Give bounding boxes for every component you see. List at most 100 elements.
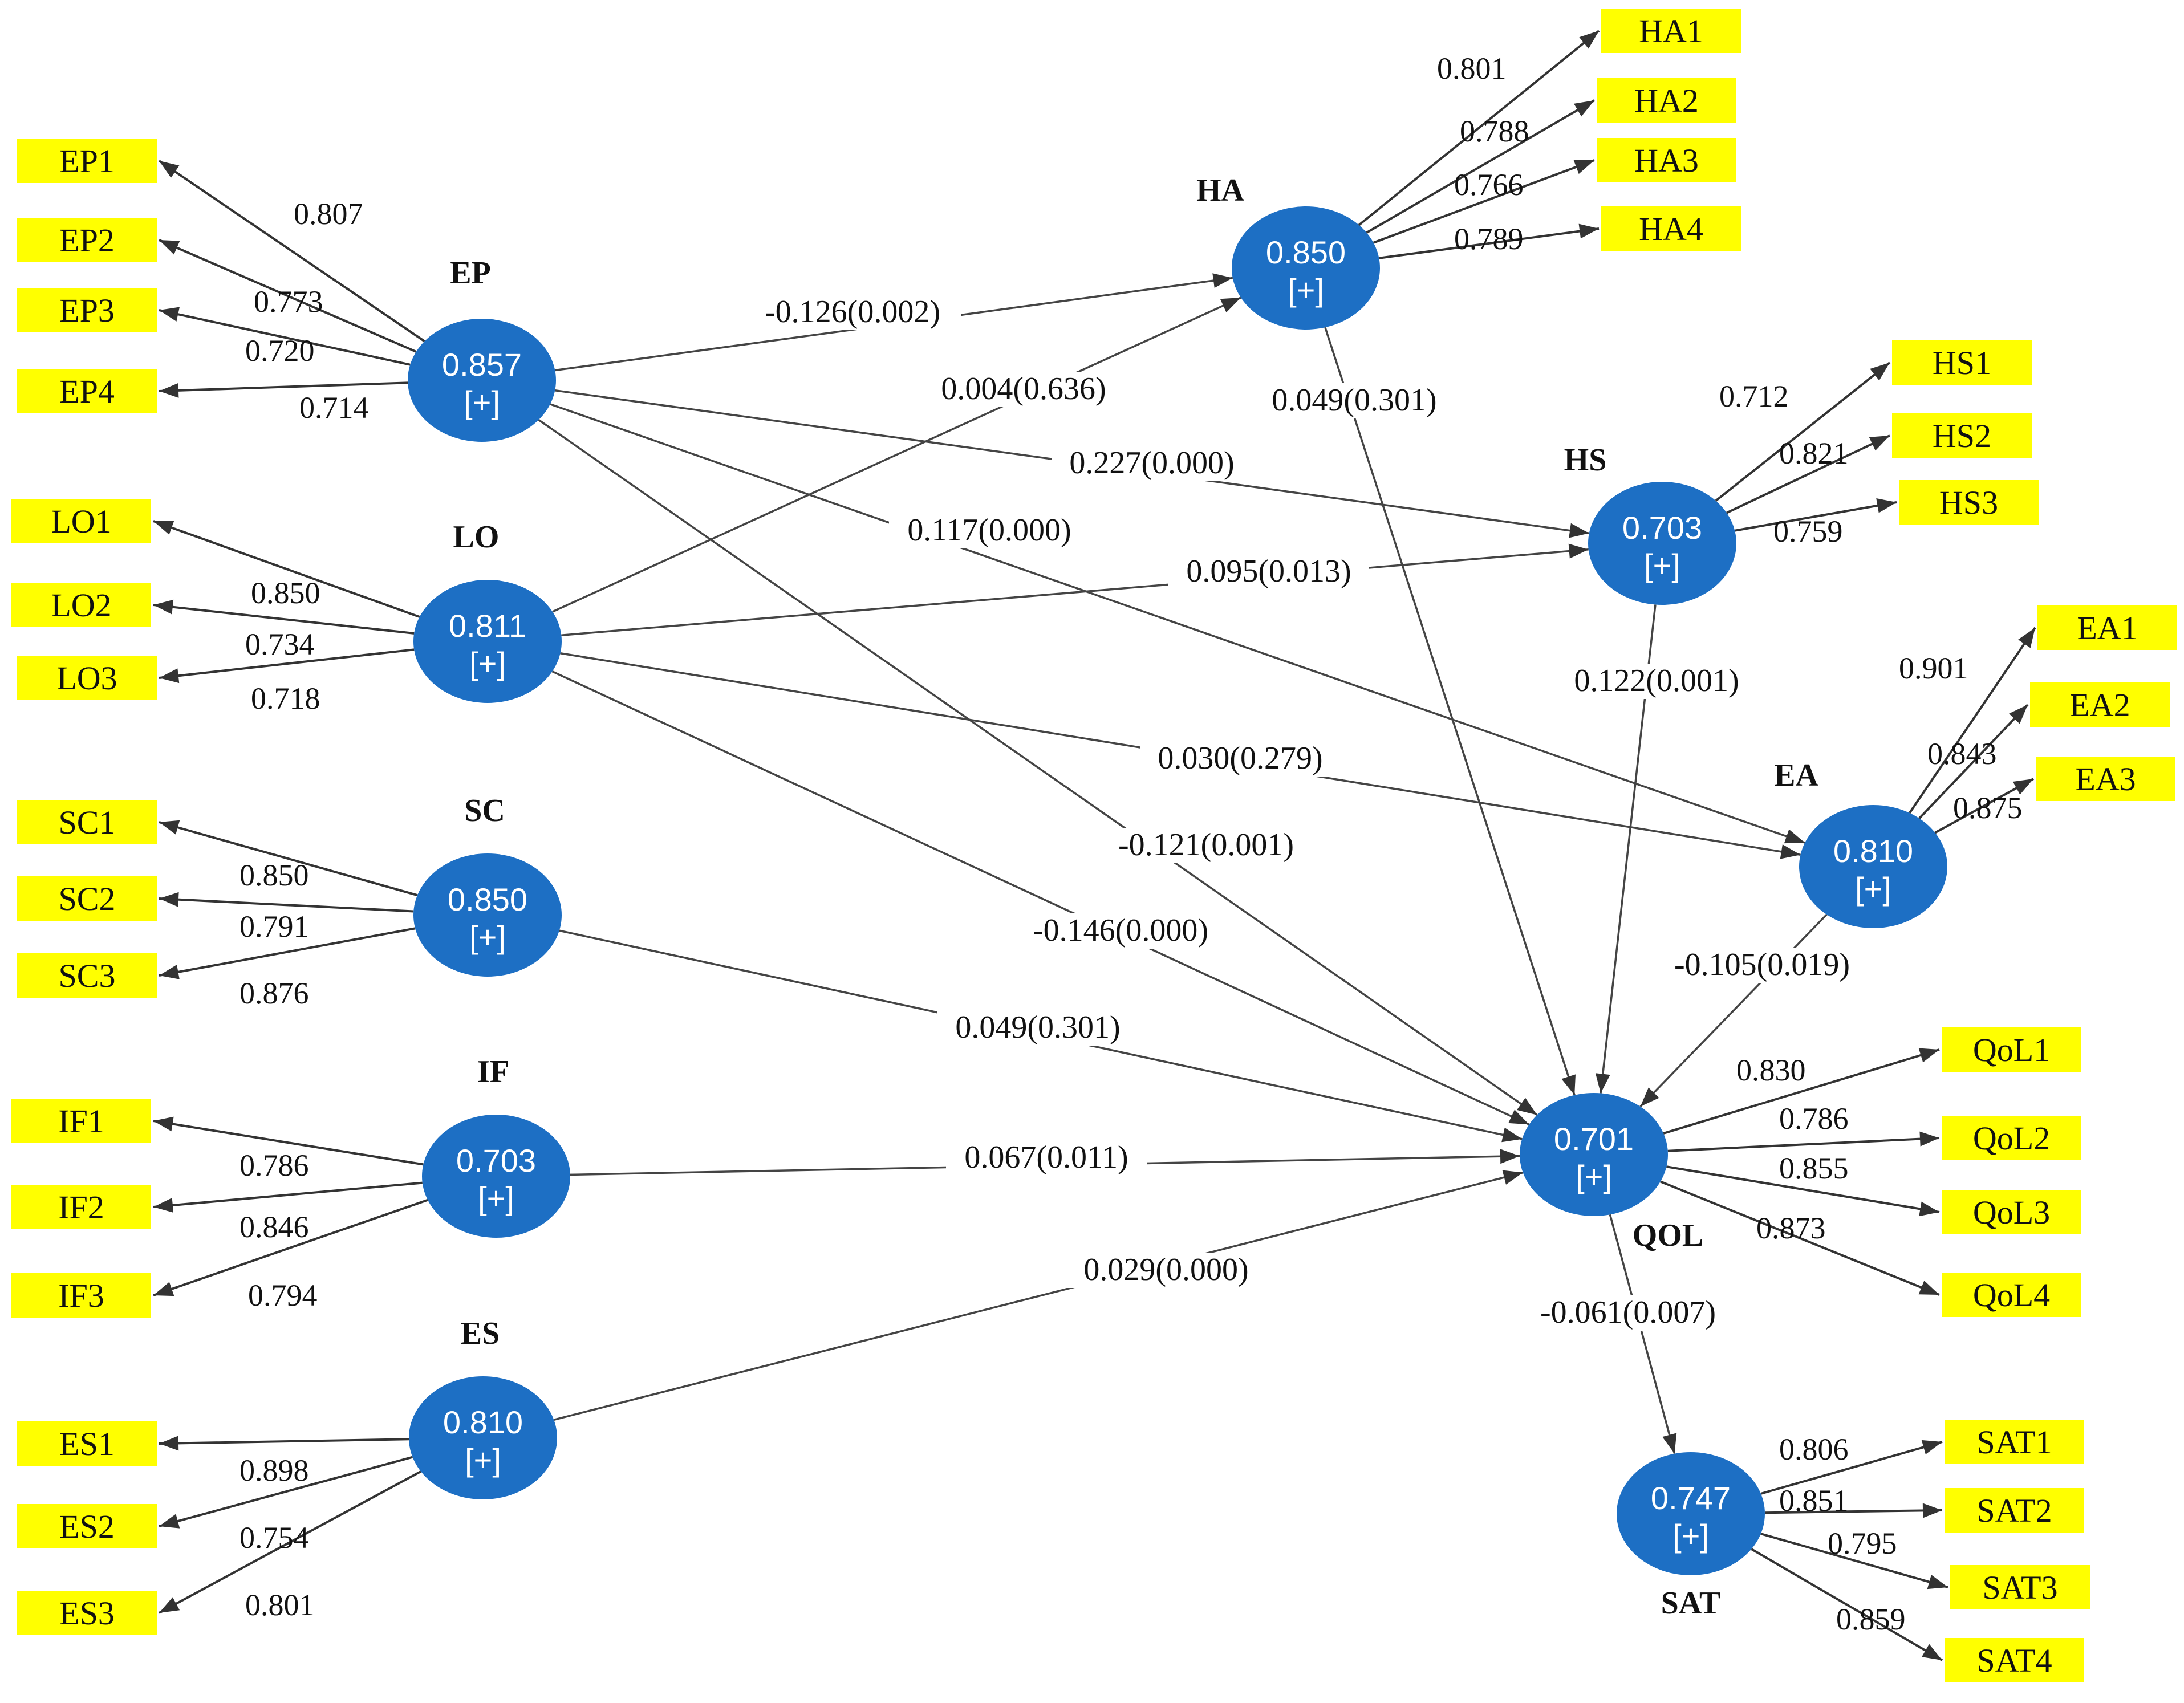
path-arrowhead-qol-sat [1662,1433,1677,1454]
path-edge-lo-hs [561,548,1589,636]
loading-edge-sc2 [159,897,414,913]
path-label-qol-sat: -0.061(0.007) [1540,1295,1716,1330]
path-label-bg [946,1140,1147,1176]
expand-toggle[interactable]: [+] [1644,547,1680,583]
path-arrowhead-ep-ea [1784,829,1805,844]
indicator-box [17,953,157,998]
loading-edge-qol2 [1667,1137,1940,1152]
loading-label-es3: 0.801 [245,1588,315,1622]
indicator-sat1: SAT1 [1945,1420,2084,1464]
indicator-es2: ES2 [17,1504,157,1548]
loading-arrowhead-es1 [159,1436,179,1451]
indicator-ha2: HA2 [1597,78,1736,123]
path-label-lo-qol: -0.146(0.000) [1033,913,1208,948]
construct-ea[interactable]: 0.810[+]EA [1774,758,1947,928]
indicator-label: SAT3 [1982,1569,2057,1606]
indicator-label: QoL2 [1973,1120,2050,1157]
construct-sc[interactable]: 0.850[+]SC [413,793,562,977]
expand-toggle[interactable]: [+] [1288,272,1324,308]
loading-edge-qol3 [1666,1165,1940,1213]
loading-label-hs2: 0.821 [1779,436,1849,470]
indicator-box [1945,1420,2084,1464]
construct-sat[interactable]: 0.747[+]SAT [1617,1452,1765,1621]
loading-edge-lo3 [159,648,415,679]
indicator-ea1: EA1 [2037,605,2177,650]
indicator-label: IF1 [58,1103,104,1140]
indicator-box [17,1504,157,1548]
construct-hs[interactable]: 0.703[+]HS [1564,442,1736,605]
construct-circle[interactable] [408,319,556,442]
construct-ha[interactable]: 0.850[+]HA [1196,173,1380,330]
path-label-bg [1520,1295,1736,1331]
indicator-label: ES1 [59,1425,115,1462]
construct-qol[interactable]: 0.701[+]QOL [1520,1093,1703,1253]
loading-arrowhead-qol3 [1919,1201,1939,1217]
indicator-ea3: EA3 [2036,757,2175,801]
loading-edge-ha3 [1373,159,1595,244]
loading-arrowhead-ea2 [2009,705,2028,724]
construct-name: SC [464,793,505,828]
indicator-box [1892,413,2032,458]
construct-circle[interactable] [422,1115,570,1238]
loading-label-es2: 0.898 [239,1453,309,1487]
path-label-bg [1098,828,1314,863]
construct-circle[interactable] [413,580,562,703]
loading-label-if3: 0.794 [248,1278,318,1312]
indicator-ha3: HA3 [1597,138,1736,182]
path-arrowhead-ep-qol [1517,1098,1537,1115]
expand-toggle[interactable]: [+] [478,1180,514,1216]
indicator-box [17,1591,157,1635]
construct-es[interactable]: 0.810[+]ES [409,1316,557,1499]
construct-circle[interactable] [409,1376,557,1499]
expand-toggle[interactable]: [+] [1576,1159,1612,1194]
indicator-box [17,876,157,921]
loading-edge-if2 [153,1181,423,1208]
construct-name: EA [1774,758,1818,793]
path-arrowhead-lo-ea [1780,844,1801,859]
expand-toggle[interactable]: [+] [464,384,500,420]
loading-arrowhead-qol4 [1918,1281,1939,1295]
path-arrowhead-ep-ha [1212,273,1233,288]
construct-ep[interactable]: 0.857[+]EP [408,255,556,442]
loading-arrowhead-sc3 [159,965,180,979]
indicator-box [1601,206,1741,251]
indicator-box [2030,682,2170,727]
construct-circle[interactable] [1520,1093,1668,1216]
loading-edge-sat1 [1760,1441,1943,1495]
path-arrowhead-ea-qol [1640,1087,1659,1107]
expand-toggle[interactable]: [+] [1855,871,1891,907]
construct-name: QOL [1633,1218,1703,1253]
indicator-box [2037,605,2177,650]
construct-circle[interactable] [1617,1452,1765,1575]
indicator-sat2: SAT2 [1945,1488,2084,1533]
indicator-label: QoL3 [1973,1194,2050,1231]
loading-label-ep3: 0.773 [254,284,323,319]
loading-label-lo3: 0.718 [251,681,320,716]
indicator-label: IF3 [58,1277,104,1314]
construct-lo[interactable]: 0.811[+]LO [413,519,562,703]
indicator-label: SC3 [59,957,116,994]
loading-edge-qol4 [1660,1180,1940,1296]
path-arrowhead-lo-qol [1508,1109,1529,1125]
expand-toggle[interactable]: [+] [469,919,506,955]
construct-circle[interactable] [1588,482,1736,605]
construct-circle[interactable] [1232,206,1380,330]
indicator-box [1942,1027,2081,1072]
loading-arrowhead-sat4 [1922,1644,1942,1660]
indicator-box [17,656,157,700]
construct-if[interactable]: 0.703[+]IF [422,1054,570,1238]
indicator-label: HA4 [1639,210,1703,247]
expand-toggle[interactable]: [+] [1672,1518,1709,1554]
construct-circle[interactable] [413,853,562,977]
indicator-box [11,1099,151,1143]
construct-circle[interactable] [1799,805,1947,928]
expand-toggle[interactable]: [+] [465,1442,501,1478]
indicator-label: IF2 [58,1189,104,1226]
expand-toggle[interactable]: [+] [469,645,506,681]
path-arrowhead-hs-qol [1595,1073,1610,1094]
indicator-ep3: EP3 [17,288,157,332]
path-label-bg [1052,446,1252,481]
indicator-lo3: LO3 [17,656,157,700]
indicator-sc2: SC2 [17,876,157,921]
loading-arrowhead-ha4 [1578,223,1599,239]
